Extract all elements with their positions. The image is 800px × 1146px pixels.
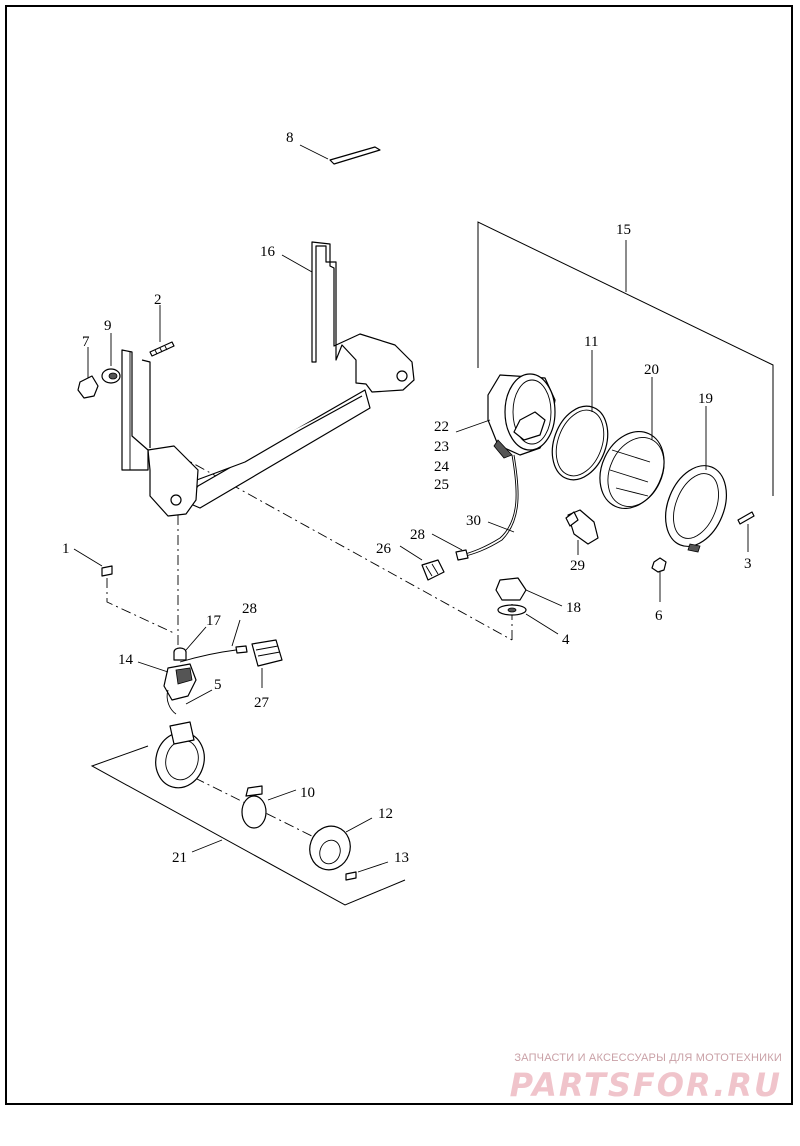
callout-27: 27: [254, 695, 270, 711]
callout-4: 4: [562, 632, 570, 648]
callout-18: 18: [566, 600, 581, 616]
trim-screw-part: [737, 511, 755, 552]
callout-6: 6: [655, 608, 663, 624]
callout-30: 30: [466, 513, 481, 529]
mounting-bracket-part: [121, 241, 415, 517]
watermark-caption: ЗАПЧАСТИ И АКСЕССУАРЫ ДЛЯ МОТОТЕХНИКИ: [514, 1052, 782, 1064]
callout-7: 7: [82, 334, 90, 350]
callout-8: 8: [286, 130, 294, 146]
callout-25: 25: [434, 477, 449, 493]
wire-lead-part: [431, 454, 519, 561]
small-nut-part: [651, 557, 667, 602]
callout-24: 24: [434, 459, 450, 475]
callout-5: 5: [214, 677, 222, 693]
flat-washer-part: [497, 604, 559, 635]
callout-29: 29: [570, 558, 585, 574]
trim-ring-part: [665, 406, 727, 553]
watermark-logo: PARTSFOR.RU: [509, 1066, 782, 1104]
callout-19: 19: [698, 391, 713, 407]
lens-screw-part: [345, 861, 389, 881]
callout-28-signal: 28: [242, 601, 257, 617]
callout-21: 21: [172, 850, 187, 866]
washer-part: [101, 333, 121, 384]
callout-labels: 1 2 3 4 5 6 7 8 9 10 11 12 13 14 15 16 1…: [62, 130, 752, 866]
halogen-bulb-part: [565, 509, 599, 555]
signal-mount-part: [137, 619, 248, 715]
wire-connector-part: [251, 639, 283, 688]
callout-9: 9: [104, 318, 112, 334]
stud-part: [149, 305, 175, 357]
assembly-bracket-21: [90, 745, 406, 906]
callout-13: 13: [394, 850, 409, 866]
watermark: ЗАПЧАСТИ И АКСЕССУАРЫ ДЛЯ МОТОТЕХНИКИ PA…: [510, 1052, 782, 1104]
spacer-part: [173, 626, 207, 661]
cotter-pin-part: [299, 144, 381, 165]
callout-2: 2: [154, 292, 162, 308]
callout-22: 22: [434, 419, 449, 435]
diagram-frame: [5, 5, 793, 1105]
callout-15: 15: [616, 222, 631, 238]
signal-bulb-part: [241, 785, 297, 829]
callout-14: 14: [118, 652, 134, 668]
mounting-bolt-part: [73, 548, 113, 577]
lens-part: [599, 377, 665, 510]
callout-26: 26: [376, 541, 392, 557]
connector-housing-part: [399, 545, 445, 581]
gasket-ring-part: [551, 350, 609, 481]
lamp-housing-part: [455, 373, 556, 459]
callout-17: 17: [206, 613, 222, 629]
callout-10: 10: [300, 785, 315, 801]
callout-16: 16: [260, 244, 276, 260]
callout-3: 3: [744, 556, 752, 572]
assembly-bracket-15: [477, 221, 774, 496]
acorn-nut-part: [77, 347, 99, 399]
signal-lens-part: [309, 817, 373, 871]
turn-signal-lamp-part: [155, 721, 205, 789]
callout-12: 12: [378, 806, 393, 822]
callout-1: 1: [62, 541, 70, 557]
callout-11: 11: [584, 334, 598, 350]
callout-20: 20: [644, 362, 659, 378]
grommet-part: [495, 577, 563, 607]
callout-28-headlamp: 28: [410, 527, 425, 543]
callout-23: 23: [434, 439, 449, 455]
